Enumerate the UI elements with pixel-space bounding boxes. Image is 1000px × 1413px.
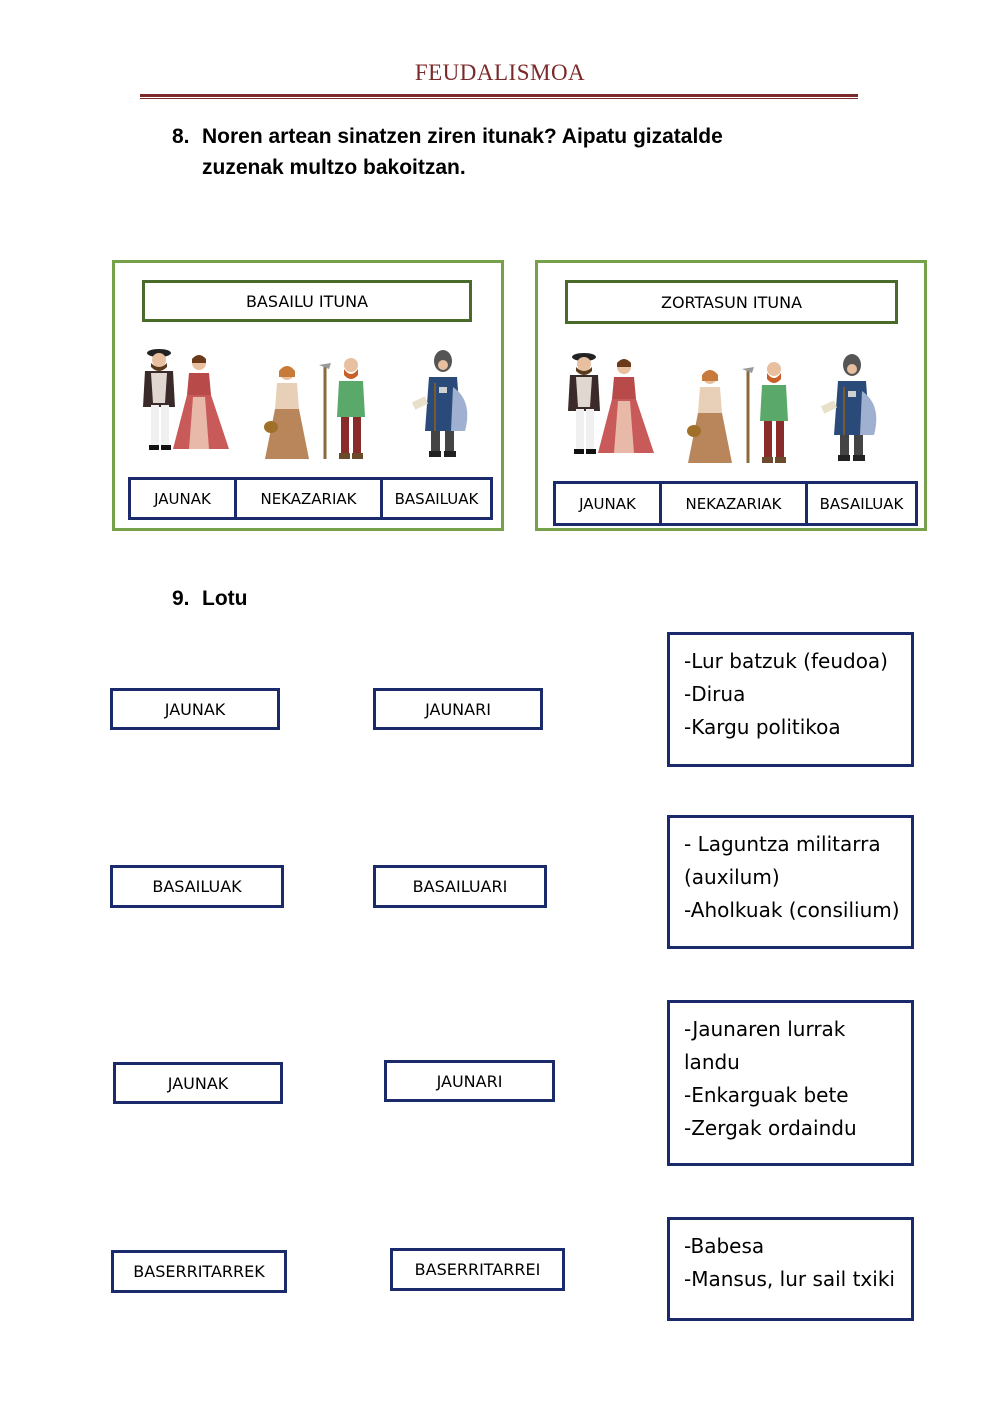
match-right-line: (auxilum) bbox=[684, 865, 780, 889]
match-middle-box[interactable]: JAUNARI bbox=[373, 688, 543, 730]
match-right-box[interactable]: -Babesa -Mansus, lur sail txiki bbox=[667, 1217, 914, 1321]
match-middle-box[interactable]: JAUNARI bbox=[384, 1060, 555, 1102]
group-cell-jaunak[interactable]: JAUNAK bbox=[131, 480, 237, 517]
group-cell-basailuak[interactable]: BASAILUAK bbox=[819, 494, 904, 513]
question-8-line-2: zuzenak multzo bakoitzan. bbox=[202, 156, 466, 179]
match-right-line: -Zergak ordaindu bbox=[684, 1116, 857, 1140]
question-8: 8. Noren artean sinatzen ziren itunak? A… bbox=[172, 121, 723, 183]
match-right-line: -Jaunaren lurrak bbox=[684, 1017, 846, 1041]
page-title: FEUDALISMOA bbox=[414, 60, 586, 85]
question-8-line-1: Noren artean sinatzen ziren itunak? Aipa… bbox=[202, 125, 723, 148]
title-rule-thin bbox=[140, 98, 858, 99]
match-right-line: -Babesa bbox=[684, 1234, 765, 1258]
group-cell-nekazariak[interactable]: NEKAZARIAK bbox=[237, 480, 383, 517]
group-cell-basailuak[interactable]: BASAILUAK bbox=[394, 489, 479, 508]
match-left-box[interactable]: JAUNAK bbox=[113, 1062, 283, 1104]
match-middle-box[interactable]: BASAILUARI bbox=[373, 865, 547, 908]
match-left-box[interactable]: BASAILUAK bbox=[110, 865, 284, 908]
match-middle-box[interactable]: BASERRITARREI bbox=[390, 1248, 565, 1291]
match-right-line: - Laguntza militarra bbox=[684, 832, 881, 856]
match-right-line: landu bbox=[684, 1050, 740, 1074]
group-cell-jaunak[interactable]: JAUNAK bbox=[556, 484, 662, 523]
social-groups-row: JAUNAK NEKAZARIAK BASAILUAK bbox=[553, 481, 918, 526]
basailu-ituna-panel: BASAILU ITUNA JAUNAK NEKAZARIAK BASAILUA… bbox=[112, 260, 504, 531]
zortasun-ituna-panel: ZORTASUN ITUNA JAUNAK NEKAZARIAK BASAILU… bbox=[535, 260, 927, 531]
knight-illustration bbox=[410, 349, 469, 458]
match-right-box[interactable]: -Jaunaren lurrak landu -Enkarguak bete -… bbox=[667, 1000, 914, 1166]
question-8-number: 8. bbox=[172, 125, 190, 148]
social-groups-row: JAUNAK NEKAZARIAK BASAILUAK bbox=[128, 477, 493, 520]
peasant-couple-illustration bbox=[685, 360, 790, 463]
question-9-text: Lotu bbox=[202, 587, 248, 610]
panel-title-box: BASAILU ITUNA bbox=[142, 280, 472, 322]
match-right-line: -Lur batzuk (feudoa) bbox=[684, 649, 888, 673]
match-right-box[interactable]: - Laguntza militarra (auxilum) -Aholkuak… bbox=[667, 815, 914, 949]
match-left-box[interactable]: BASERRITARREK bbox=[111, 1250, 287, 1293]
question-9: 9. Lotu bbox=[172, 583, 247, 614]
illustration-figures bbox=[143, 349, 469, 459]
title-rule bbox=[140, 94, 858, 97]
group-cell-nekazariak[interactable]: NEKAZARIAK bbox=[662, 484, 808, 523]
knight-illustration bbox=[819, 353, 878, 462]
panel-title-box: ZORTASUN ITUNA bbox=[565, 280, 898, 324]
noble-couple-illustration bbox=[143, 349, 229, 450]
match-right-line: -Kargu politikoa bbox=[684, 715, 841, 739]
noble-couple-illustration bbox=[568, 353, 654, 454]
match-left-box[interactable]: JAUNAK bbox=[110, 688, 280, 730]
illustration-figures bbox=[568, 353, 878, 463]
peasant-couple-illustration bbox=[262, 356, 367, 459]
match-right-line: -Dirua bbox=[684, 682, 746, 706]
match-right-box[interactable]: -Lur batzuk (feudoa) -Dirua -Kargu polit… bbox=[667, 632, 914, 767]
match-right-line: -Enkarguak bete bbox=[684, 1083, 849, 1107]
match-right-line: -Mansus, lur sail txiki bbox=[684, 1267, 895, 1291]
match-right-line: -Aholkuak (consilium) bbox=[684, 898, 900, 922]
question-9-number: 9. bbox=[172, 587, 190, 610]
